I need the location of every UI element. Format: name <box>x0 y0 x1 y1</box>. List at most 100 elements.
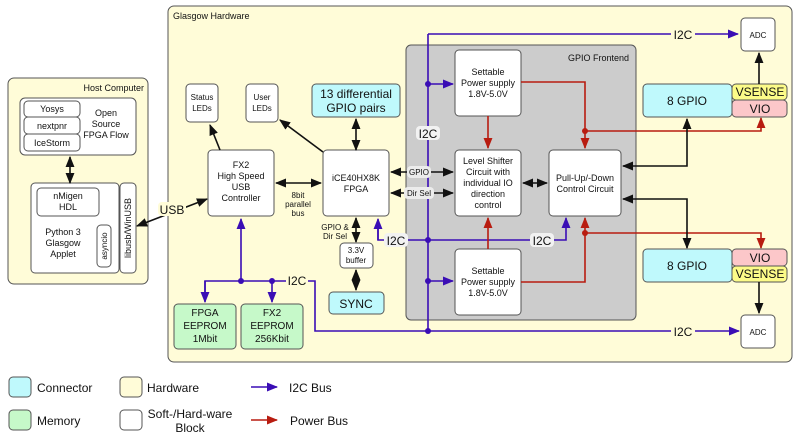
psu-top-label-1: Settable <box>471 67 504 77</box>
vsense-top-label: VSENSE <box>736 85 785 99</box>
legend-hardware-swatch <box>119 376 143 398</box>
applet-label-2: Glasgow <box>45 238 81 248</box>
flow-label-3: FPGA Flow <box>83 130 129 140</box>
vio-top <box>731 99 788 118</box>
fx2-status-leds-arrow <box>209 123 221 151</box>
i2c-label-bg <box>416 126 440 140</box>
level-shifter-label-1: Level Shifter <box>463 156 513 166</box>
level-shifter-box <box>454 149 522 217</box>
gpio8-top-label: 8 GPIO <box>667 94 707 108</box>
i2c-junction <box>425 237 431 243</box>
i2c-label-top: I2C <box>674 28 693 42</box>
buffer-box <box>339 242 374 269</box>
legend-block-label-1: Soft-/Hard-ware <box>148 407 233 421</box>
level-shifter-label-4: direction <box>471 189 505 199</box>
usb-label-bg <box>158 202 186 216</box>
gpio8-bottom-label: 8 GPIO <box>667 259 707 273</box>
nmigen-box <box>36 187 100 217</box>
gpio-dirsel-label-1: GPIO & <box>321 223 349 232</box>
i2c-label-bg <box>530 233 554 247</box>
i2c-bus: I2C I2C I2C I2C I2C I2C <box>200 27 741 339</box>
psu-bottom-label-3: 1.8V-5.0V <box>468 288 508 298</box>
i2c-label-pullup: I2C <box>533 234 552 248</box>
i2c-pullup-arrow <box>428 216 571 241</box>
fpga-label-2: FPGA <box>344 184 369 194</box>
asyncio-label: asyncio <box>100 232 109 260</box>
legend-i2c-label: I2C Bus <box>289 381 332 395</box>
status-leds-box <box>185 83 219 123</box>
adc-top-label: ADC <box>750 31 767 40</box>
legend-block-label-2: Block <box>175 421 205 435</box>
pullup-control-box <box>548 149 622 217</box>
pullup-label-1: Pull-Up/-Down <box>556 173 614 183</box>
sync-label: SYNC <box>339 297 373 311</box>
libusb-box <box>119 182 137 274</box>
fx2-label-3: USB <box>232 182 251 192</box>
libusb-label: libusb/WinUSB <box>123 198 133 258</box>
level-shifter-label-2: Circuit with <box>466 167 510 177</box>
fx2-label-2: High Speed <box>217 171 264 181</box>
status-leds-label-2: LEDs <box>192 104 212 113</box>
applet-label-1: Python 3 <box>45 227 81 237</box>
sync-connector <box>328 291 385 315</box>
applet-label-3: Applet <box>50 249 76 259</box>
gpio-frontend-title: GPIO Frontend <box>568 53 629 63</box>
fpga-eeprom-box <box>173 303 237 350</box>
dirsel-label-bg <box>404 187 434 199</box>
i2c-junction <box>269 278 275 284</box>
i2c-label-bg <box>384 233 408 247</box>
legend-memory-swatch <box>8 409 32 431</box>
diff-gpio-connector <box>311 83 401 118</box>
adc-bottom-box <box>740 314 776 349</box>
bus-label-1: 8bit <box>292 191 306 200</box>
power-junction <box>582 128 588 134</box>
legend-hardware-label: Hardware <box>147 381 199 395</box>
gpio-dirsel-label-2: Dir Sel <box>323 232 347 241</box>
fx2-eeprom-label-1: FX2 <box>263 308 282 319</box>
fpga-eeprom-label-3: 1Mbit <box>193 334 218 345</box>
status-leds-label-1: Status <box>191 93 214 102</box>
pullup-label-2: Control Circuit <box>556 184 614 194</box>
buffer-label-1: 3.3V <box>348 246 365 255</box>
icestorm-label: IceStorm <box>34 138 70 148</box>
fx2-label-4: Controller <box>221 193 260 203</box>
buffer-label-2: buffer <box>346 256 367 265</box>
gpio-label-bg <box>407 166 431 178</box>
host-computer-group: Host Computer Yosys nextpnr IceStorm Ope… <box>7 77 149 285</box>
fpga-label-1: iCE40HX8K <box>332 173 380 183</box>
legend: Connector Memory Hardware Soft-/Hard-war… <box>8 376 348 435</box>
power-junction <box>582 230 588 236</box>
asyncio-box <box>96 224 112 268</box>
legend-block-swatch <box>119 409 143 431</box>
dirsel-label: Dir Sel <box>407 189 431 198</box>
diff-gpio-label-1: 13 differential <box>320 87 392 101</box>
fx2-eeprom-label-3: 256Kbit <box>255 334 289 345</box>
i2c-label-bg <box>671 324 695 338</box>
diff-gpio-label-2: GPIO pairs <box>326 101 385 115</box>
pullup-gpio-top-arrow <box>621 117 692 171</box>
level-shifter-label-5: control <box>474 200 501 210</box>
psu-pullup-top-arrow <box>521 81 590 150</box>
i2c-label-bottom: I2C <box>674 325 693 339</box>
legend-power-label: Power Bus <box>290 414 348 428</box>
fx2-eeprom-label-2: EEPROM <box>250 321 293 332</box>
psu-bottom-label-2: Power supply <box>461 277 516 287</box>
legend-connector-label: Connector <box>37 381 92 395</box>
i2c-junction <box>425 328 431 334</box>
fx2-label-1: FX2 <box>233 160 250 170</box>
adc-bottom-label: ADC <box>750 328 767 337</box>
bus-label-2: parallel <box>285 200 311 209</box>
i2c-label-frontend: I2C <box>419 127 438 141</box>
fpga-box <box>322 149 390 217</box>
pullup-gpio-bottom-arrow <box>621 194 692 250</box>
i2c-label-fpga: I2C <box>387 234 406 248</box>
flow-label-2: Source <box>92 119 121 129</box>
nmigen-label-1: nMigen <box>53 191 83 201</box>
fpga-eeprom-label-2: EEPROM <box>183 321 226 332</box>
user-leds-box <box>245 83 279 123</box>
nmigen-label-2: HDL <box>59 202 77 212</box>
flow-label-1: Open <box>95 108 117 118</box>
nextpnr-label: nextpnr <box>37 121 67 131</box>
fpga-user-leds-arrow <box>279 119 324 153</box>
